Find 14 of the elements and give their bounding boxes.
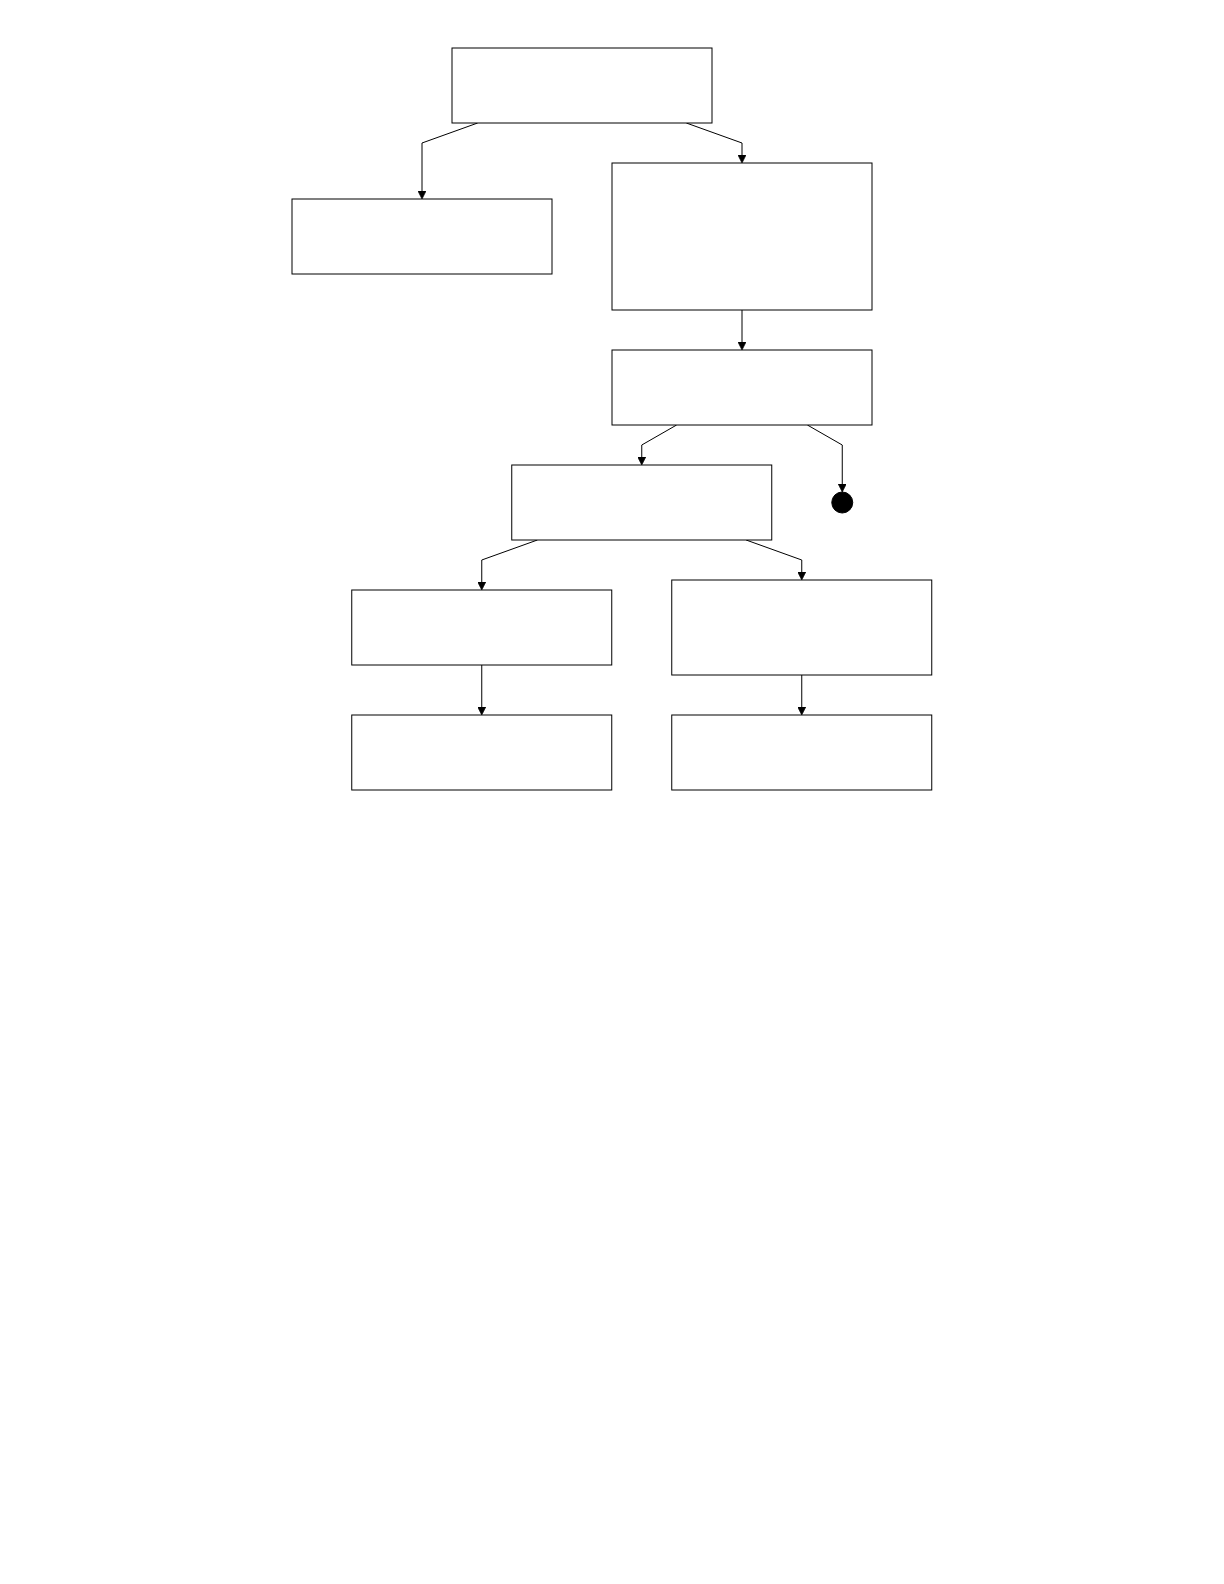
arrow <box>807 424 847 493</box>
node-box <box>511 464 773 541</box>
node-circle <box>831 491 854 514</box>
node-box <box>351 589 613 666</box>
node-box <box>611 349 873 426</box>
node-box <box>671 714 933 791</box>
node-box <box>451 47 713 124</box>
node-box <box>291 198 553 275</box>
arrow <box>797 674 807 716</box>
node-box <box>351 714 613 791</box>
node-box <box>671 579 933 676</box>
arrow <box>477 664 487 716</box>
node-box <box>611 162 873 311</box>
arrow <box>737 309 747 351</box>
